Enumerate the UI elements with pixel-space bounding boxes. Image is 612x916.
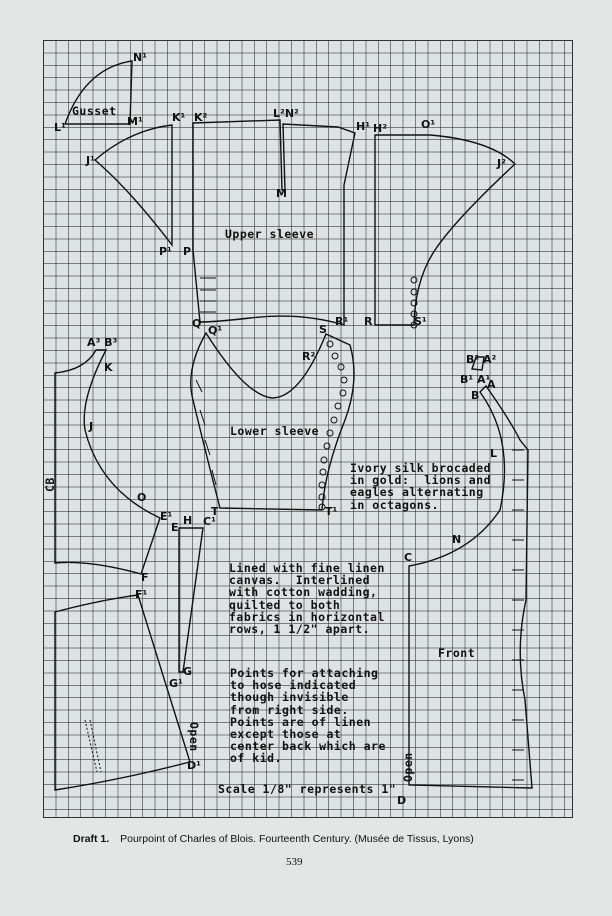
points-note: Points for attaching to hose indicated t… bbox=[230, 666, 386, 766]
point-label: O bbox=[137, 491, 147, 504]
front-label: Front bbox=[438, 646, 476, 660]
gusset-piece bbox=[64, 60, 133, 125]
point-label: O¹ bbox=[421, 118, 436, 131]
point-label: T¹ bbox=[325, 505, 338, 518]
point-label: Q¹ bbox=[208, 324, 223, 337]
point-label: B¹ A¹ bbox=[460, 373, 491, 386]
gusset-label: Gusset bbox=[72, 104, 117, 118]
point-label: C¹ bbox=[203, 515, 216, 528]
lacing-marks bbox=[84, 719, 102, 773]
scale-note: Scale 1/8" represents 1" bbox=[218, 782, 397, 796]
point-label: F¹ bbox=[135, 588, 148, 601]
caption-text: Pourpoint of Charles of Blois. Fourteent… bbox=[120, 833, 474, 845]
point-label: D bbox=[397, 794, 407, 807]
open-back-label: Open bbox=[187, 722, 201, 752]
lining-note: Lined with fine linen canvas. Interlined… bbox=[229, 561, 385, 637]
point-holes bbox=[318, 276, 418, 511]
figure-caption: Draft 1. Pourpoint of Charles of Blois. … bbox=[73, 833, 474, 845]
point-label: L²N² bbox=[273, 107, 299, 120]
pattern-grid bbox=[43, 40, 573, 818]
point-label: H² bbox=[373, 122, 388, 135]
point-label: M bbox=[276, 187, 287, 200]
point-label: F bbox=[141, 571, 149, 584]
point-label: D¹ bbox=[187, 759, 201, 772]
point-label: T bbox=[211, 505, 219, 518]
point-label: A bbox=[487, 378, 496, 391]
point-label: H¹ bbox=[356, 120, 371, 133]
upper-sleeve-right-piece bbox=[374, 134, 517, 326]
upper-sleeve-left-piece bbox=[93, 124, 173, 248]
point-label: S¹ bbox=[414, 315, 427, 328]
point-label: B bbox=[471, 389, 480, 402]
shoulder-tab bbox=[471, 356, 485, 371]
point-label: N bbox=[452, 533, 462, 546]
quilting-marks bbox=[195, 277, 524, 781]
fabric-note: Ivory silk brocaded in gold: lions and e… bbox=[350, 461, 492, 512]
point-label: R bbox=[364, 315, 373, 328]
point-label: J¹ bbox=[86, 154, 95, 167]
point-label: E¹ bbox=[160, 510, 173, 523]
point-label: J² bbox=[497, 157, 506, 170]
upper-sleeve-piece bbox=[192, 119, 356, 326]
point-label: E bbox=[171, 521, 179, 534]
lower-sleeve-piece bbox=[190, 331, 355, 511]
back-lower-piece bbox=[54, 594, 191, 791]
point-label: Q bbox=[192, 317, 202, 330]
cb-label: CB bbox=[43, 477, 57, 492]
page-number: 539 bbox=[286, 856, 303, 868]
front-piece bbox=[408, 384, 533, 789]
point-label: N¹ bbox=[133, 51, 148, 64]
caption-label: Draft 1. bbox=[73, 833, 110, 845]
point-label: L¹ bbox=[54, 121, 66, 134]
point-label: P¹ bbox=[159, 245, 172, 258]
point-label: M¹ bbox=[127, 115, 143, 128]
point-label: A³ B³ bbox=[87, 336, 118, 349]
point-label: P bbox=[183, 245, 192, 258]
point-label: R¹ bbox=[335, 315, 349, 328]
open-front-label: Open bbox=[401, 752, 415, 782]
point-label: R² bbox=[302, 350, 316, 363]
point-label: K² bbox=[194, 111, 208, 124]
point-label: J bbox=[89, 420, 94, 433]
point-label: K bbox=[104, 361, 113, 374]
back-piece bbox=[54, 349, 161, 575]
side-piece bbox=[178, 527, 204, 673]
upper-sleeve-label: Upper sleeve bbox=[225, 227, 315, 241]
point-label: B² A² bbox=[466, 353, 497, 366]
point-label: G bbox=[183, 665, 193, 678]
point-label: L bbox=[490, 447, 498, 460]
point-label: G¹ bbox=[169, 677, 183, 690]
point-label: K¹ bbox=[172, 111, 186, 124]
point-label: S bbox=[319, 323, 327, 336]
lower-sleeve-label: Lower sleeve bbox=[230, 424, 320, 438]
point-label: C bbox=[404, 551, 413, 564]
point-label: H bbox=[183, 514, 193, 527]
